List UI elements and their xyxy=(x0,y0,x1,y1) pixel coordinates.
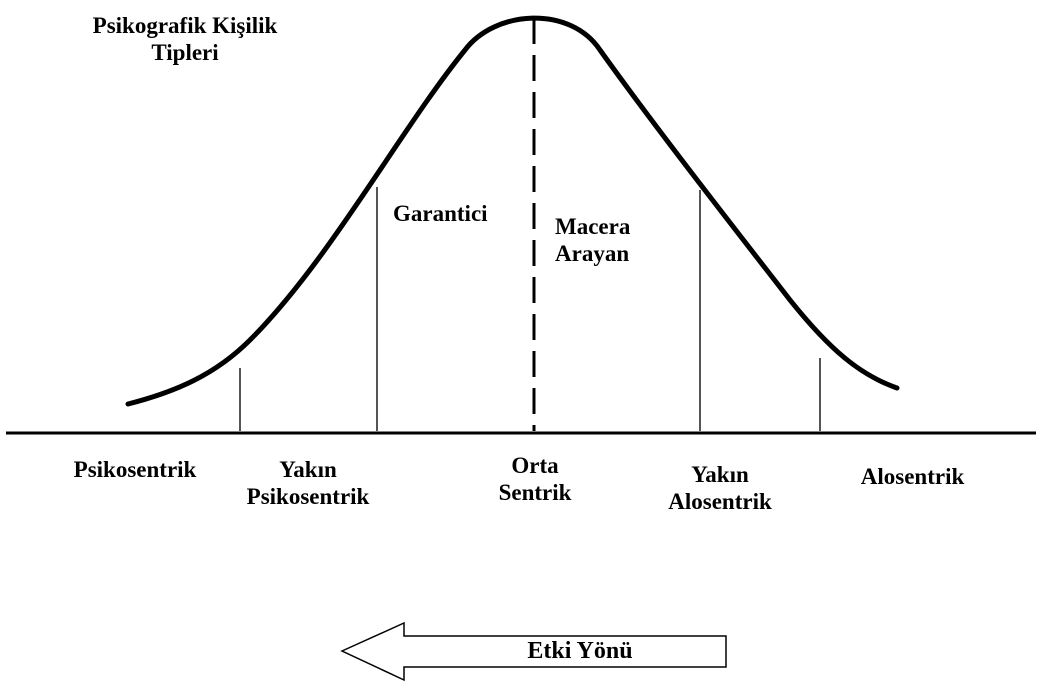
left-arrow-icon xyxy=(340,621,727,682)
axis-label-yakin-alosentrik: Yakın Alosentrik xyxy=(668,462,772,514)
segment-label-garantici: Garantici xyxy=(393,201,488,226)
axis-label-alosentrik: Alosentrik xyxy=(860,464,965,489)
segment-label-macera-arayan: Macera Arayan xyxy=(555,214,631,266)
axis-label-yakin-psikosentrik: Yakın Psikosentrik xyxy=(246,457,370,509)
axis-label-orta-sentrik: Orta Sentrik xyxy=(498,453,572,505)
bell-curve xyxy=(125,15,900,407)
diagram-title: Psikografik Kişilik Tipleri xyxy=(92,13,278,65)
arrow-label: Etki Yönü xyxy=(527,638,633,664)
axis-label-psikosentrik: Psikosentrik xyxy=(73,457,197,482)
